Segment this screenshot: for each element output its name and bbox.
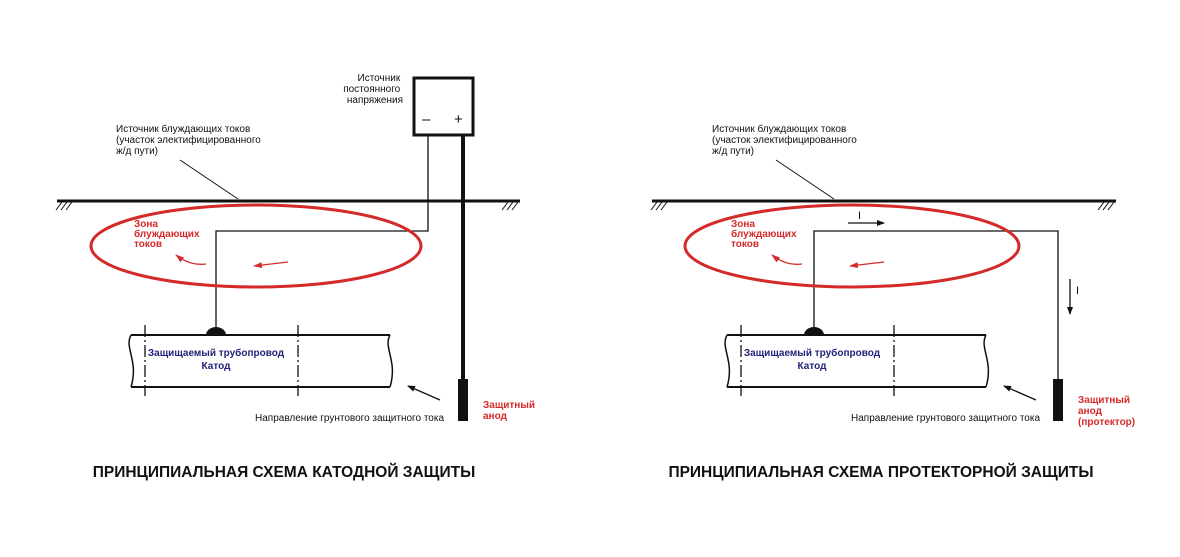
cathode-label: Катод (202, 361, 232, 372)
protector-anode-rod (1053, 379, 1063, 421)
power-source-label: Источник постоянного напряжения (343, 73, 403, 106)
current-label-horizontal: I (858, 210, 861, 222)
ground-current-arrow (407, 385, 441, 401)
pipeline (724, 325, 990, 396)
protector-wire (813, 230, 1059, 383)
stray-current-arrow-straight (849, 261, 885, 269)
sacrificial-protection-scheme: I I Зона блуждающих токов Источник блужд… (650, 123, 1135, 481)
pipeline (128, 325, 394, 396)
stray-source-label: Источник блуждающих токов (участок элект… (712, 123, 860, 157)
right-title: ПРИНЦИПИАЛЬНАЯ СХЕМА ПРОТЕКТОРНОЙ ЗАЩИТЫ (668, 463, 1093, 481)
minus-terminal-label: – (422, 111, 431, 128)
pipeline-label: Защищаемый трубопровод (744, 347, 881, 359)
current-direction-label: Направление грунтового защитного тока (851, 413, 1040, 424)
left-title: ПРИНЦИПИАЛЬНАЯ СХЕМА КАТОДНОЙ ЗАЩИТЫ (93, 463, 476, 481)
stray-current-arrow-straight (253, 261, 289, 269)
cathode-wire (215, 135, 429, 327)
stray-source-label: Источник блуждающих токов (участок элект… (116, 123, 264, 157)
power-source-box (412, 76, 475, 137)
anode-label: Защитный анод (483, 400, 538, 422)
anode-rod (458, 379, 468, 421)
current-label-vertical: I (1076, 285, 1079, 297)
ground-hatch-right (501, 201, 519, 211)
stray-current-arrow-curved (175, 254, 207, 265)
stray-source-leader (179, 159, 239, 200)
stray-current-arrow-curved (771, 254, 803, 265)
pipeline-label: Защищаемый трубопровод (148, 347, 285, 359)
ground-hatch-right (1097, 201, 1115, 211)
stray-zone-label: Зона блуждающих токов (134, 219, 202, 250)
stray-zone-label: Зона блуждающих токов (731, 219, 799, 250)
stray-current-zone (89, 203, 423, 289)
current-direction-label: Направление грунтового защитного тока (255, 413, 444, 424)
cathode-label: Катод (798, 361, 828, 372)
ground-hatch-left (650, 201, 668, 211)
stray-current-zone (683, 203, 1021, 289)
cathode-contact (804, 327, 824, 335)
plus-terminal-label: + (454, 111, 463, 128)
stray-source-leader (775, 159, 835, 200)
cathode-contact (206, 327, 226, 335)
protector-label: Защитный анод (протектор) (1078, 395, 1135, 428)
ground-current-arrow (1003, 385, 1037, 401)
cathodic-protection-scheme: – + Источник постоянного напряжения Зона… (55, 73, 538, 481)
ground-hatch-left (55, 201, 73, 211)
